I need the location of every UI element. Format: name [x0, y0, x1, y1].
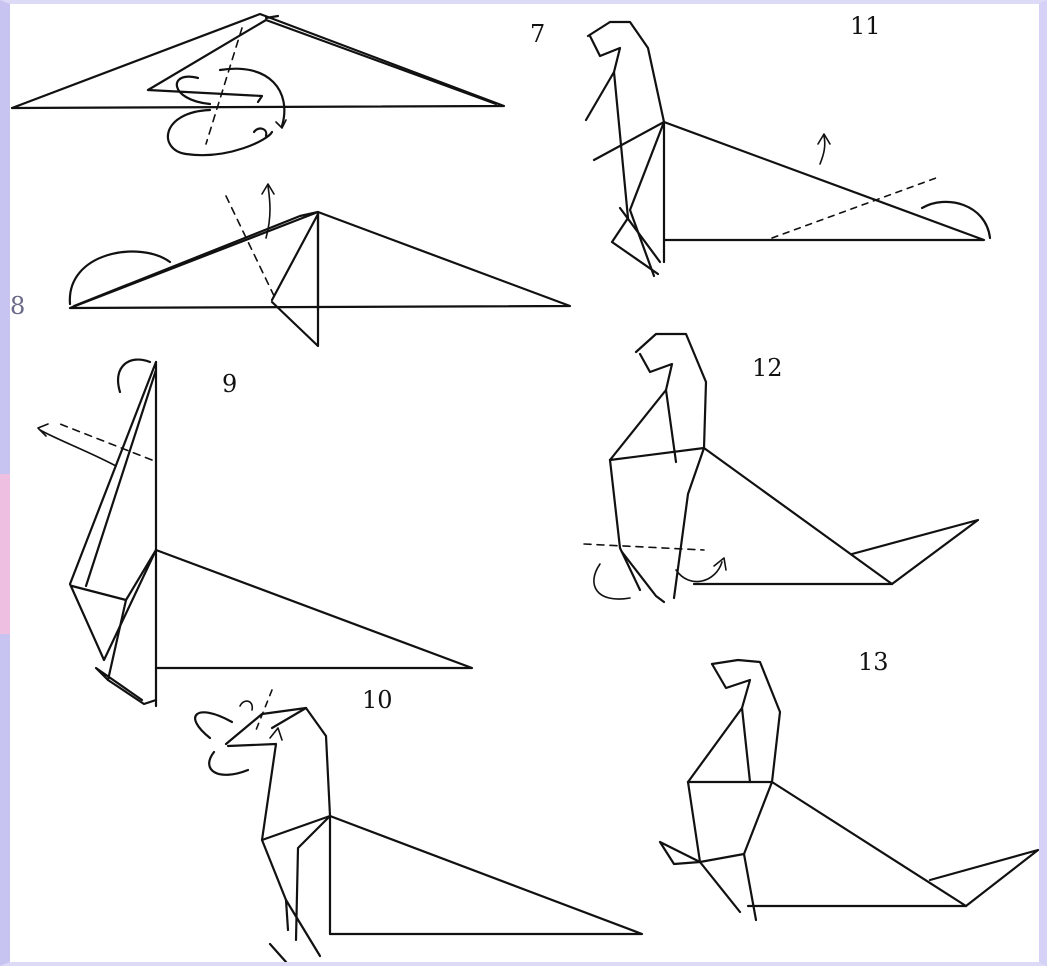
step-12-figure	[583, 332, 980, 604]
step-label: 13	[858, 648, 889, 676]
step-label: 7	[530, 20, 546, 48]
step-label: 8	[10, 292, 26, 320]
step-7-figure	[10, 12, 506, 157]
step-8-figure	[68, 183, 572, 348]
step-label: 12	[752, 354, 783, 382]
step-label: 9	[222, 370, 238, 398]
step-11-figure	[584, 20, 992, 278]
step-13-figure	[658, 658, 1039, 922]
step-label: 10	[362, 686, 393, 714]
step-9-figure	[37, 358, 474, 708]
frame-glow	[0, 474, 10, 634]
step-label: 11	[850, 12, 881, 40]
diagram-drawing	[10, 12, 1039, 962]
step-10-figure	[194, 689, 644, 962]
